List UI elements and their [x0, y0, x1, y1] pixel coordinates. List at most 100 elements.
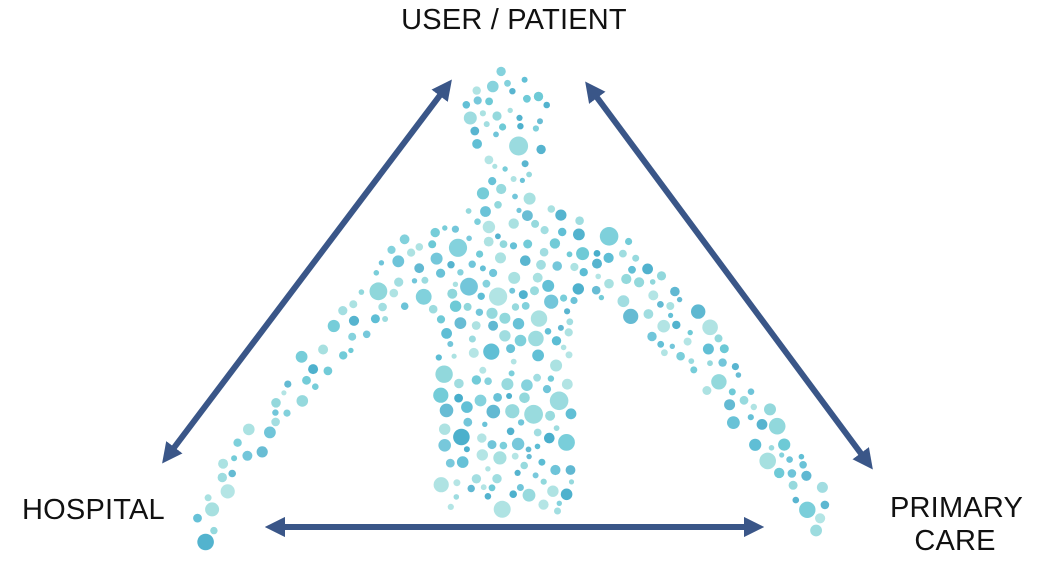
figure-dot	[218, 458, 229, 469]
figure-dot	[534, 443, 541, 450]
figure-dot	[447, 341, 454, 347]
figure-dot	[271, 398, 281, 408]
figure-dot	[512, 318, 525, 330]
figure-dot	[451, 353, 457, 359]
figure-dot	[439, 423, 451, 435]
figure-dot	[510, 176, 517, 182]
figure-dot	[543, 101, 550, 109]
figure-dot	[463, 111, 477, 125]
figure-dot	[479, 110, 486, 117]
figure-dot	[711, 374, 727, 390]
figure-dot	[477, 292, 485, 300]
figure-dot	[509, 242, 518, 250]
figure-dot	[454, 317, 467, 329]
figure-dot	[502, 166, 508, 172]
figure-dot	[476, 187, 490, 200]
figure-dot	[415, 288, 432, 305]
figure-dot	[382, 316, 389, 322]
figure-dot	[463, 302, 472, 311]
figure-dot	[271, 417, 280, 427]
figure-dot	[486, 404, 501, 419]
figure-dot	[603, 252, 614, 263]
figure-dot	[544, 432, 555, 444]
figure-dot	[439, 403, 454, 418]
figure-dot	[456, 456, 469, 468]
figure-dot	[370, 314, 380, 324]
figure-dot	[702, 319, 718, 336]
figure-dot	[518, 290, 528, 300]
figure-dot	[358, 289, 365, 295]
figure-dot	[792, 496, 800, 504]
figure-dot	[560, 294, 568, 302]
arrow-group	[162, 79, 873, 538]
figure-dot	[484, 493, 492, 500]
figure-dot	[512, 193, 518, 200]
figure-dot	[436, 315, 446, 324]
figure-dot	[565, 408, 577, 420]
figure-dot	[482, 421, 488, 427]
figure-dot	[595, 273, 601, 280]
figure-dot	[465, 208, 472, 214]
figure-dot	[378, 302, 387, 312]
figure-dot	[542, 279, 555, 292]
figure-dot	[537, 118, 543, 125]
figure-dot	[553, 425, 560, 431]
figure-dot	[565, 465, 576, 475]
figure-dot	[676, 296, 683, 303]
figure-dot	[556, 500, 562, 506]
figure-dot	[438, 439, 452, 452]
figure-dot	[787, 469, 797, 478]
figure-dot	[666, 302, 675, 310]
figure-dot	[197, 533, 214, 551]
figure-dot	[284, 380, 292, 388]
figure-dot	[407, 248, 416, 257]
figure-dot	[532, 472, 539, 479]
figure-dot	[476, 449, 488, 461]
figure-dot	[447, 261, 455, 269]
arrow-patient-to-primary-care	[585, 81, 873, 470]
figure-dot	[445, 458, 455, 468]
figure-dot	[538, 458, 546, 466]
figure-dot	[538, 499, 549, 510]
figure-dot	[528, 330, 544, 347]
figure-dot	[531, 219, 540, 228]
figure-dot	[430, 252, 443, 265]
figure-dot	[649, 279, 656, 285]
figure-dot	[525, 446, 532, 453]
figure-dot	[544, 328, 552, 335]
figure-dot	[389, 288, 399, 298]
figure-dot	[242, 450, 253, 461]
figure-dot	[768, 445, 775, 451]
figure-dot	[495, 233, 501, 240]
figure-dot	[690, 366, 698, 374]
figure-dot	[747, 388, 755, 396]
figure-dot	[564, 308, 571, 315]
figure-dot	[435, 365, 453, 383]
node-label-primary-care: PRIMARY CARE	[890, 492, 1024, 557]
figure-dot	[488, 484, 496, 492]
figure-dot	[492, 163, 498, 169]
figure-dot	[551, 336, 562, 346]
figure-dot	[510, 358, 517, 365]
figure-dot	[516, 114, 523, 121]
figure-dot	[473, 96, 482, 105]
figure-dot	[428, 304, 438, 314]
figure-dot	[479, 265, 486, 272]
figure-dot	[509, 88, 516, 95]
figure-dot	[489, 287, 508, 306]
figure-dot	[509, 490, 517, 499]
figure-dot	[514, 469, 521, 476]
figure-dot	[400, 302, 409, 311]
figure-dot	[539, 247, 549, 257]
figure-dot	[394, 277, 404, 287]
figure-dot	[436, 268, 446, 278]
figure-dot	[547, 205, 556, 213]
figure-dot	[452, 281, 459, 287]
figure-dot	[747, 414, 754, 421]
figure-dot	[576, 247, 590, 261]
figure-dot	[676, 351, 685, 361]
figure-dot	[499, 330, 511, 342]
figure-dot	[243, 423, 255, 436]
figure-dot	[472, 139, 482, 149]
figure-dot	[718, 358, 727, 367]
